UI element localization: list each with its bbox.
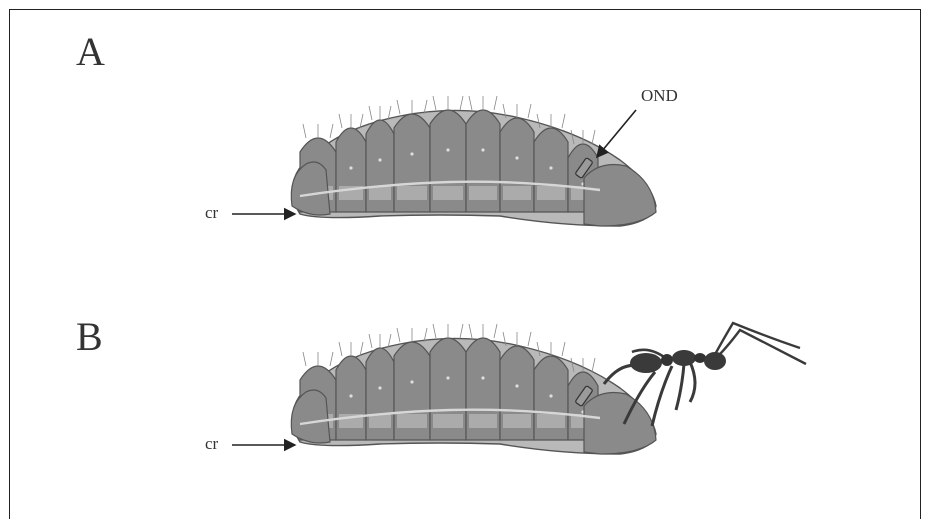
arrow-ond xyxy=(597,110,636,157)
larva-illustration xyxy=(291,324,656,454)
larva-illustration xyxy=(291,96,656,226)
